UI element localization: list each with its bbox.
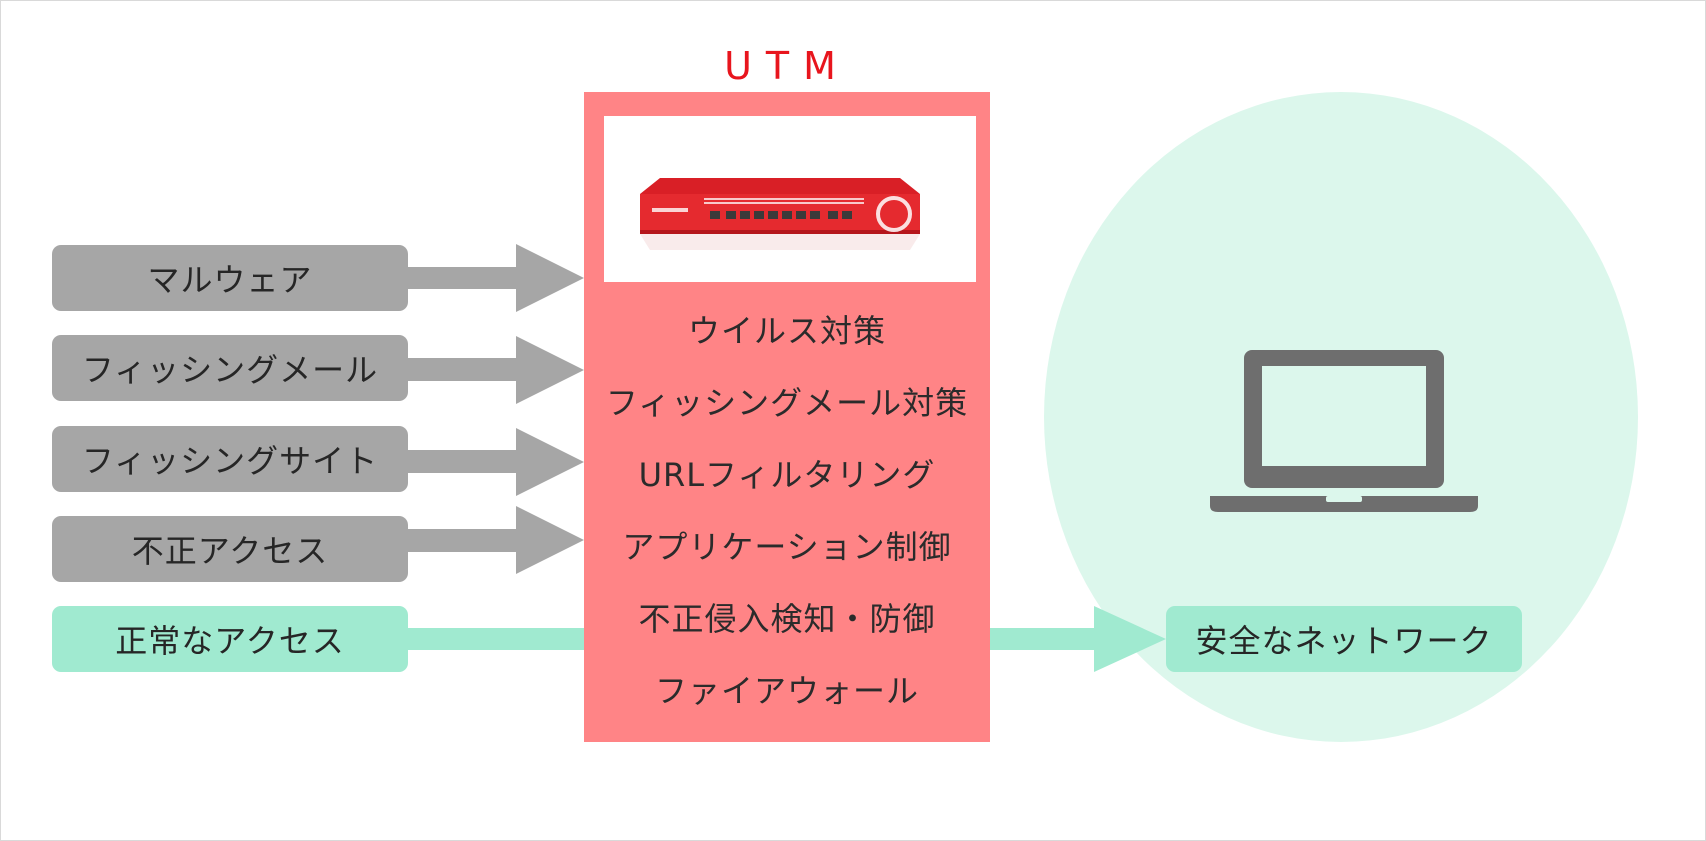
- threat-label-phishing-site: フィッシングサイト: [52, 426, 408, 492]
- arrow-threat-1: [408, 244, 584, 312]
- utm-feature-anti-phishing-mail: フィッシングメール対策: [605, 384, 969, 422]
- utm-feature-firewall: ファイアウォール: [654, 672, 919, 710]
- utm-feature-application-control: アプリケーション制御: [622, 528, 952, 566]
- utm-appliance-icon: [640, 178, 920, 250]
- arrow-normal-out: [990, 606, 1166, 672]
- utm-title: UTM: [724, 44, 850, 88]
- threat-label-phishing-mail: フィッシングメール: [52, 335, 408, 401]
- utm-feature-ips: 不正侵入検知・防御: [638, 600, 936, 638]
- utm-feature-url-filtering: URLフィルタリング: [638, 456, 936, 494]
- threat-label-malware: マルウェア: [52, 245, 408, 311]
- safe-network-label: 安全なネットワーク: [1166, 606, 1522, 672]
- arrow-threat-4: [408, 506, 584, 574]
- normal-access-label: 正常なアクセス: [52, 606, 408, 672]
- utm-device-image: [604, 116, 976, 282]
- arrow-threat-3: [408, 428, 584, 496]
- threat-label-unauthorized-access: 不正アクセス: [52, 516, 408, 582]
- arrow-threat-2: [408, 336, 584, 404]
- arrow-normal-in: [408, 628, 584, 650]
- utm-feature-antivirus: ウイルス対策: [687, 312, 886, 350]
